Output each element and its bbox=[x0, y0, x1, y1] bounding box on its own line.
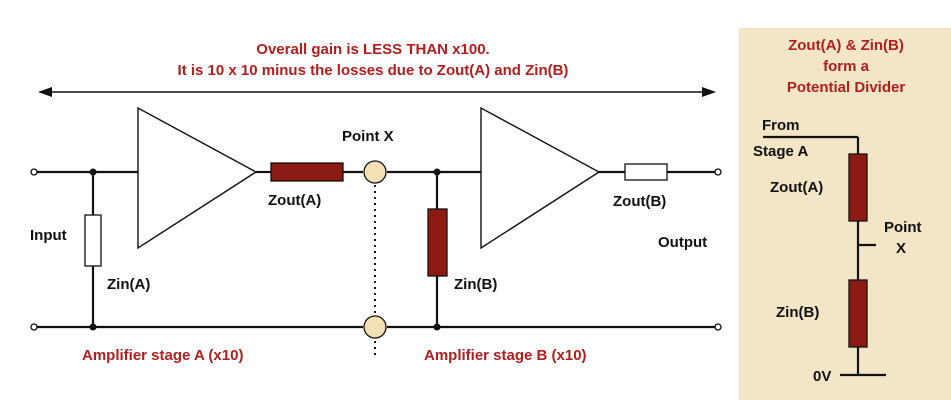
zin-a-label: Zin(A) bbox=[107, 276, 150, 293]
zout-a-label: Zout(A) bbox=[268, 192, 321, 209]
panel-title-line2: form a bbox=[823, 58, 870, 75]
panel-zin-b-resistor bbox=[848, 279, 868, 348]
panel-title-line1: Zout(A) & Zin(B) bbox=[788, 37, 904, 54]
zout-b-label: Zout(B) bbox=[613, 193, 666, 210]
gain-arrow bbox=[38, 87, 716, 97]
zin-b-resistor bbox=[427, 208, 448, 277]
terminals bbox=[30, 168, 722, 331]
output-label: Output bbox=[658, 234, 707, 251]
zin-a-resistor bbox=[84, 214, 102, 267]
point-x-top-node bbox=[363, 160, 387, 184]
potential-divider-panel bbox=[739, 28, 951, 400]
point-x-bottom-node bbox=[363, 315, 387, 339]
divider-wires bbox=[763, 135, 886, 377]
stage-b-label: Amplifier stage B (x10) bbox=[424, 347, 587, 364]
panel-stage-a-label: Stage A bbox=[753, 143, 808, 160]
panel-0v-label: 0V bbox=[813, 368, 831, 385]
output-top-terminal bbox=[714, 168, 722, 176]
output-bottom-terminal bbox=[714, 323, 722, 331]
junction-dot bbox=[89, 168, 97, 176]
zout-a-resistor bbox=[270, 162, 344, 182]
input-bottom-terminal bbox=[30, 323, 38, 331]
gain-text-line1: Overall gain is LESS THAN x100. bbox=[256, 41, 489, 58]
amplifier-b-triangle bbox=[480, 106, 601, 250]
panel-point-label: Point bbox=[884, 219, 922, 236]
point-x-label: Point X bbox=[342, 128, 394, 145]
panel-zout-a-resistor bbox=[848, 153, 868, 222]
panel-title-line3: Potential Divider bbox=[787, 79, 906, 96]
input-top-terminal bbox=[30, 168, 38, 176]
zin-b-label: Zin(B) bbox=[454, 276, 497, 293]
junction-dot bbox=[433, 323, 441, 331]
panel-x-label: X bbox=[896, 240, 906, 257]
panel-zin-b-label: Zin(B) bbox=[776, 304, 819, 321]
junction-dot bbox=[433, 168, 441, 176]
junctions bbox=[89, 168, 441, 331]
panel-from-label: From bbox=[762, 117, 800, 134]
junction-dot bbox=[89, 323, 97, 331]
zout-b-resistor bbox=[624, 163, 668, 181]
input-label: Input bbox=[30, 227, 67, 244]
stage-a-label: Amplifier stage A (x10) bbox=[82, 347, 243, 364]
gain-text-line2: It is 10 x 10 minus the losses due to Zo… bbox=[178, 62, 569, 79]
amplifier-a-triangle bbox=[137, 106, 258, 250]
panel-zout-a-label: Zout(A) bbox=[770, 179, 823, 196]
